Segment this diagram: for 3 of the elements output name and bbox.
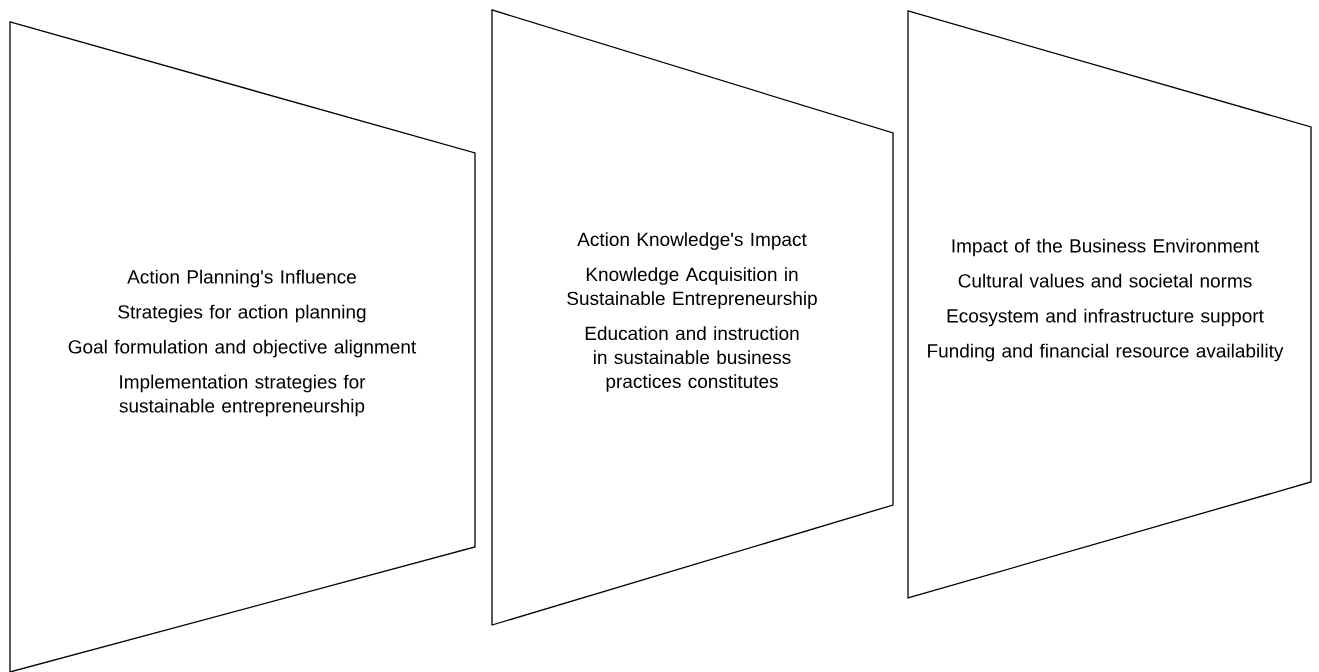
trapezoid-panel: Action Knowledge's Impact Knowledge Acquisition in Sustainable Entrepreneurship Education and instruction in sustainable business practices constitutes	[491, 9, 894, 626]
trapezoid-panel: Impact of the Business Environment Cultural values and societal norms Ecosystem and infrastructure support Funding and financial resource availability	[907, 10, 1312, 599]
trapezoid-panel: Action Planning's Influence Strategies for action planning Goal formulation and objective alignment Implementation strategies for sustainable entrepreneurship	[9, 21, 476, 672]
